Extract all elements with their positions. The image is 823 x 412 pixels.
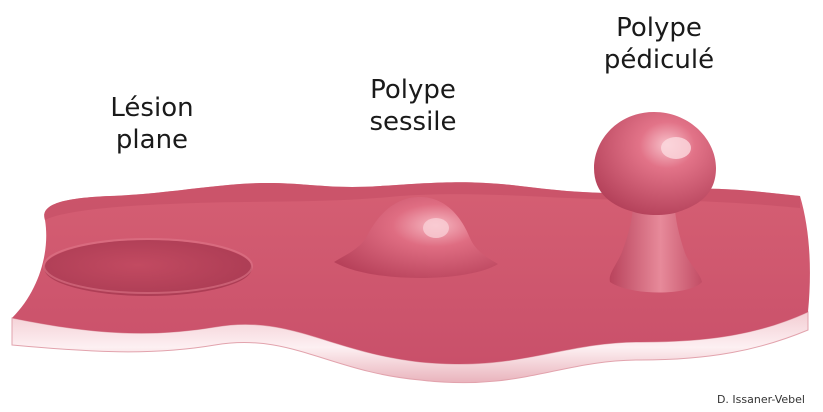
sessile-polyp-label-line2: sessile	[348, 106, 478, 138]
pedunculated-polyp-head	[594, 112, 716, 215]
flat-lesion-label-line1: Lésion	[92, 92, 212, 124]
sessile-polyp-label: Polype sessile	[348, 74, 478, 138]
image-credit: D. Issaner-Vebel	[717, 393, 805, 406]
flat-lesion	[44, 240, 252, 296]
sessile-polyp-label-line1: Polype	[348, 74, 478, 106]
pedunculated-polyp-highlight	[661, 137, 691, 159]
pedunculated-polyp-label-line2: pédiculé	[584, 44, 734, 76]
flat-lesion-label: Lésion plane	[92, 92, 212, 156]
pedunculated-polyp-label-line1: Polype	[584, 12, 734, 44]
pedunculated-polyp-label: Polype pédiculé	[584, 12, 734, 76]
sessile-polyp-highlight	[423, 218, 449, 238]
flat-lesion-label-line2: plane	[92, 124, 212, 156]
